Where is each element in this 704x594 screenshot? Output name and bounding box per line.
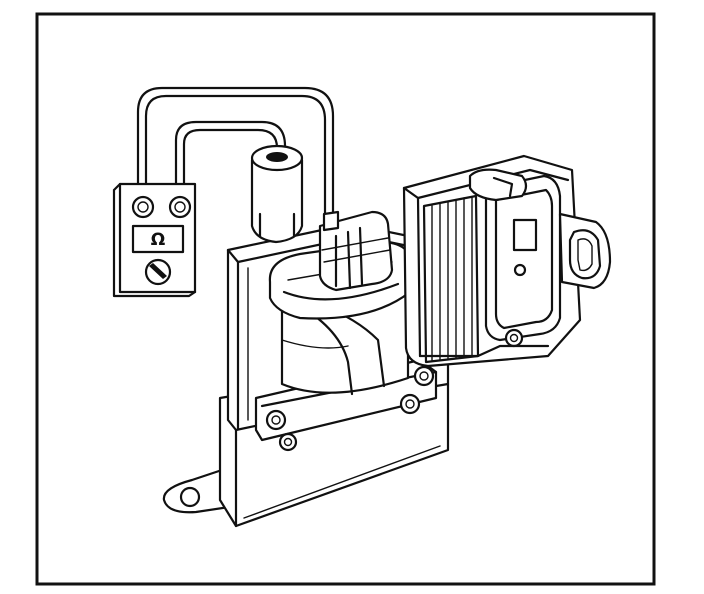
module-label-plate	[512, 218, 538, 252]
diagram-frame	[35, 12, 656, 586]
module-side-connector	[558, 212, 612, 290]
bracket-bolt-3	[399, 393, 421, 415]
test-leads	[136, 86, 335, 224]
bracket-bolt-1	[265, 409, 287, 431]
bracket-tab-hole	[179, 486, 201, 508]
ignition-control-module	[402, 154, 612, 368]
bracket-bolt-4	[413, 365, 435, 387]
meter-display	[131, 224, 185, 254]
module-mount-screw	[504, 328, 524, 348]
primary-connector	[318, 210, 394, 292]
meter-terminal-right	[168, 195, 192, 219]
ohmmeter: Ω	[112, 182, 197, 298]
secondary-tower	[250, 144, 304, 244]
meter-selector-dial	[144, 258, 172, 286]
bracket-bolt-2	[278, 432, 298, 452]
module-screw	[513, 263, 527, 277]
meter-terminal-left	[131, 195, 155, 219]
module-heat-sink	[422, 194, 480, 364]
meter-unit-symbol: Ω	[151, 230, 165, 250]
